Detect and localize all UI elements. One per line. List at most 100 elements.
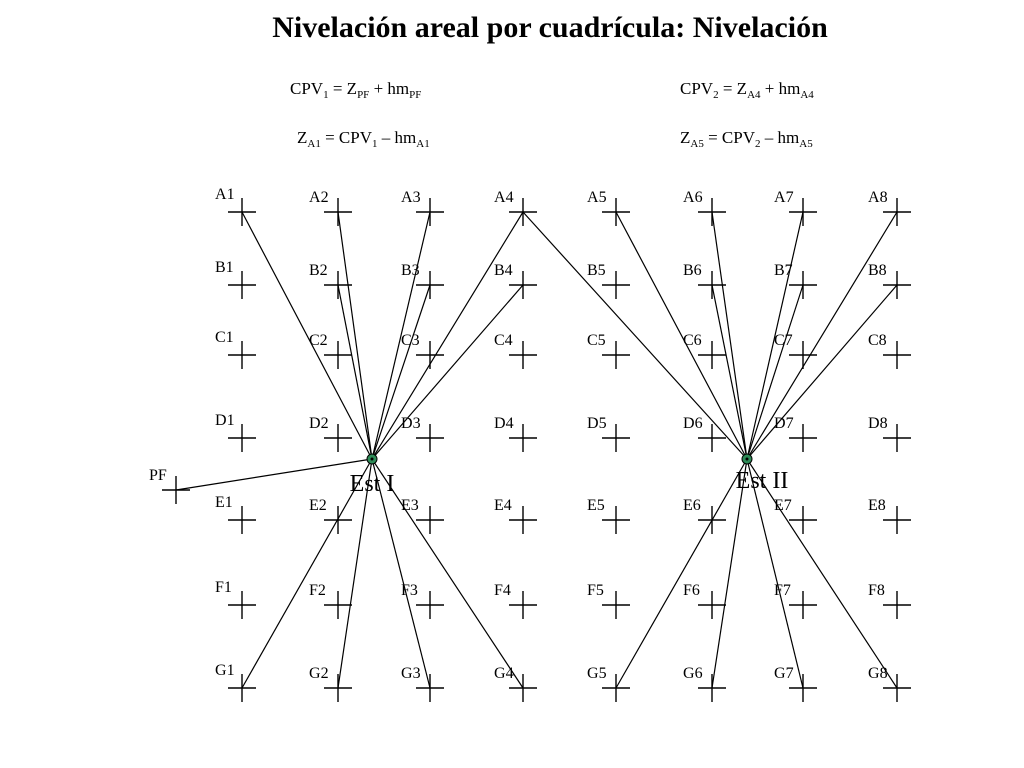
grid-point-label: A6 — [683, 189, 703, 206]
grid-point-col: 8 — [878, 497, 886, 514]
grid-point-c1 — [228, 341, 256, 369]
grid-point-label: D2 — [309, 415, 329, 432]
grid-point-c6 — [698, 341, 726, 369]
grid-point-label: A2 — [309, 189, 329, 206]
grid-point-col: 1 — [226, 259, 234, 276]
sight-line-2-a6 — [711, 211, 748, 460]
grid-point-label: C3 — [401, 332, 420, 349]
grid-point-label: E8 — [868, 497, 886, 514]
grid-point-label: A5 — [587, 189, 607, 206]
grid-point-col: 4 — [504, 497, 512, 514]
formula-text: + hm — [369, 79, 409, 98]
formula-3: ZA1 = CPV1 – hmA1 — [297, 128, 430, 150]
formula-subscript: 2 — [755, 138, 761, 150]
grid-point-d8 — [883, 424, 911, 452]
grid-point-a1 — [228, 198, 256, 226]
formula-text: CPV — [290, 79, 324, 98]
grid-point-e5 — [602, 506, 630, 534]
grid-point-label: F5 — [587, 582, 604, 599]
sight-line-1-g2 — [337, 458, 373, 689]
grid-point-b8 — [883, 271, 911, 299]
grid-point-g7 — [789, 674, 817, 702]
grid-point-c8 — [883, 341, 911, 369]
station-2: Est II — [736, 453, 788, 494]
grid-point-label: G7 — [774, 665, 794, 682]
grid-point-col: 7 — [783, 582, 791, 599]
grid-point-label: F3 — [401, 582, 418, 599]
grid-point-label: A3 — [401, 189, 421, 206]
benchmark-pf — [162, 476, 190, 504]
grid-point-col: 2 — [321, 189, 329, 206]
grid-point-e2 — [324, 506, 352, 534]
grid-point-label: F2 — [309, 582, 326, 599]
grid-point-f5 — [602, 591, 630, 619]
grid-point-col: 5 — [598, 262, 606, 279]
grid-point-col: 8 — [880, 415, 888, 432]
grid-point-col: 2 — [321, 415, 329, 432]
grid-point-col: 6 — [695, 189, 703, 206]
grid-point-g2 — [324, 674, 352, 702]
grid-point-d6 — [698, 424, 726, 452]
sight-line-2-a7 — [746, 211, 804, 460]
formula-text: – hm — [378, 128, 417, 147]
grid-point-c5 — [602, 341, 630, 369]
grid-point-d2 — [324, 424, 352, 452]
sight-line-1-a1 — [241, 211, 373, 460]
grid-point-c3 — [416, 341, 444, 369]
grid-point-label: E1 — [215, 494, 233, 511]
grid-point-col: 6 — [695, 415, 703, 432]
grid-point-col: 7 — [786, 665, 794, 682]
grid-point-label: B7 — [774, 262, 793, 279]
station-center — [745, 457, 749, 461]
formula-text: Z — [297, 128, 307, 147]
grid-point-col: 4 — [506, 189, 514, 206]
grid-point-e8 — [883, 506, 911, 534]
formula-text: = CPV — [321, 128, 373, 147]
grid-point-label: A4 — [494, 189, 514, 206]
grid-point-col: 3 — [411, 497, 419, 514]
grid-point-a7 — [789, 198, 817, 226]
grid-point-col: 6 — [694, 332, 702, 349]
formula-text: Z — [680, 128, 690, 147]
grid-point-label: C7 — [774, 332, 793, 349]
formula-subscript: 1 — [372, 138, 378, 150]
grid-point-col: 4 — [506, 665, 514, 682]
formula-text: – hm — [761, 128, 800, 147]
grid-point-a5 — [602, 198, 630, 226]
grid-point-label: B8 — [868, 262, 887, 279]
grid-point-label: B2 — [309, 262, 328, 279]
grid-point-col: 7 — [785, 332, 793, 349]
grid-points — [162, 198, 911, 702]
grid-point-label: G6 — [683, 665, 703, 682]
sight-line-2-g7 — [746, 458, 804, 689]
grid-point-col: 4 — [505, 262, 513, 279]
grid-point-label: E7 — [774, 497, 792, 514]
grid-point-col: 5 — [596, 582, 604, 599]
grid-point-col: 7 — [784, 497, 792, 514]
grid-point-label: G1 — [215, 662, 235, 679]
grid-point-col: 2 — [321, 665, 329, 682]
grid-point-col: 6 — [695, 665, 703, 682]
grid-point-f4 — [509, 591, 537, 619]
grid-point-label: F4 — [494, 582, 511, 599]
grid-point-g1 — [228, 674, 256, 702]
sight-line-1-pf — [175, 458, 373, 491]
grid-point-b1 — [228, 271, 256, 299]
grid-point-col: 3 — [413, 189, 421, 206]
grid-point-col: 6 — [692, 582, 700, 599]
grid-point-col: 1 — [227, 186, 235, 203]
station-1: Est I — [350, 453, 394, 497]
grid-point-f3 — [416, 591, 444, 619]
grid-point-col: 4 — [506, 415, 514, 432]
grid-point-col: 7 — [786, 415, 794, 432]
sight-line-1-a4 — [371, 211, 524, 460]
grid-point-label: C2 — [309, 332, 328, 349]
formula-subscript: A5 — [690, 138, 704, 150]
grid-point-e1 — [228, 506, 256, 534]
grid-point-col: 6 — [693, 497, 701, 514]
formula-subscript: PF — [409, 89, 421, 101]
grid-point-f8 — [883, 591, 911, 619]
slide-title: Nivelación areal por cuadrícula: Nivelac… — [272, 11, 828, 44]
grid-point-label: G5 — [587, 665, 607, 682]
sight-line-1-b4 — [371, 284, 524, 460]
